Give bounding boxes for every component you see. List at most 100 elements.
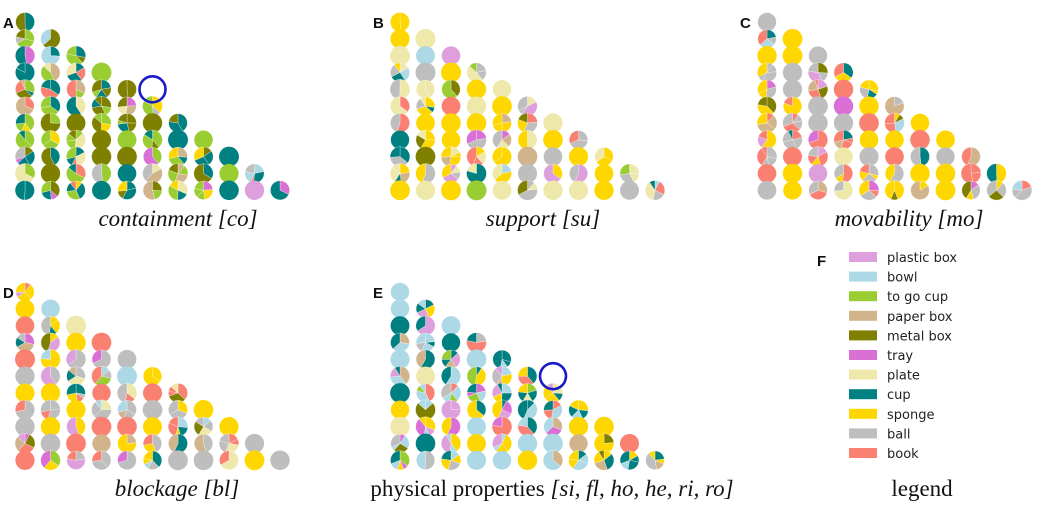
pie-r7c5	[517, 130, 538, 150]
pie-r10c6	[168, 180, 188, 201]
pie-slice	[95, 399, 102, 411]
pie-r10c10	[645, 180, 665, 201]
pie-r8c4	[491, 416, 513, 437]
pie-r9c3	[467, 433, 486, 453]
pie-slice	[390, 450, 401, 464]
pie-slice	[219, 433, 230, 444]
pie-slice	[491, 399, 503, 419]
pie-slice	[441, 450, 452, 461]
pie-slice	[142, 163, 153, 182]
pie-r10c10	[645, 450, 665, 470]
legend-item: ball	[849, 427, 910, 442]
legend-item: paper box	[849, 310, 953, 325]
pie-slice	[552, 450, 563, 467]
pie-slice	[24, 180, 35, 201]
pie-slice	[594, 416, 614, 437]
pie-slice	[394, 62, 401, 73]
pie-slice	[177, 113, 188, 132]
legend-swatch	[849, 330, 877, 341]
pie-slice	[441, 164, 452, 178]
pie-slice	[390, 130, 410, 150]
pie-r1c0	[757, 29, 777, 49]
pie-slice	[859, 163, 870, 174]
pie-slice	[441, 96, 461, 116]
pie-r8c6	[543, 417, 563, 437]
pie-slice	[440, 146, 452, 158]
pie-r6c2	[808, 113, 828, 133]
pie-slice	[466, 383, 477, 394]
pie-slice	[399, 332, 410, 344]
pie-slice	[195, 417, 204, 427]
pie-slice	[24, 130, 35, 147]
pie-r3c1	[40, 62, 61, 83]
pie-slice	[466, 332, 477, 343]
pie-slice	[416, 366, 435, 386]
pie-r7c2	[441, 400, 461, 420]
pie-r2c0	[15, 316, 35, 335]
pie-slice	[92, 180, 111, 200]
pie-slice	[466, 96, 487, 116]
pie-r4c0	[15, 349, 35, 370]
pie-r8c2	[807, 146, 829, 167]
pie-slice	[142, 113, 163, 133]
pie-r10c0	[757, 180, 777, 200]
pie-r6c5	[884, 112, 905, 133]
pie-slice	[40, 28, 51, 46]
caption-main: physical properties	[370, 476, 550, 501]
pie-r9c8	[594, 164, 614, 183]
pie-r8c4	[859, 147, 879, 167]
pie-slice	[517, 180, 528, 195]
caption-main: containment	[98, 206, 217, 231]
pie-slice	[814, 79, 819, 90]
pie-r9c6	[168, 433, 188, 454]
legend-swatch	[849, 350, 877, 360]
pie-slice	[594, 180, 614, 200]
pie-slice	[42, 28, 61, 49]
pie-slice	[441, 349, 452, 360]
pie-r8c4	[117, 416, 137, 437]
pie-r8c8	[219, 417, 239, 437]
panel-label: B	[373, 15, 384, 32]
pie-slice	[40, 433, 61, 454]
pie-r3c1	[415, 62, 436, 83]
pie-r6c6	[168, 383, 188, 403]
pie-r1c0	[15, 299, 35, 319]
pie-r10c10	[270, 450, 290, 471]
pie-slice	[517, 450, 538, 471]
pie-r5c0	[15, 96, 35, 116]
pie-slice	[168, 400, 179, 415]
legend-item-label: plate	[887, 369, 920, 384]
pie-slice	[757, 29, 768, 46]
pie-r6c1	[782, 113, 803, 133]
pie-slice	[416, 130, 426, 141]
pie-r7c0	[15, 130, 35, 150]
caption-symbol: [su]	[562, 206, 600, 231]
pie-slice	[441, 113, 461, 133]
pie-slice	[117, 416, 137, 437]
pie-slice	[783, 96, 793, 107]
pie-slice	[177, 147, 188, 158]
pie-slice	[399, 96, 410, 113]
pie-slice	[152, 366, 162, 382]
pie-slice	[66, 332, 86, 353]
pie-r3c2	[66, 62, 86, 83]
pie-slice	[390, 45, 410, 66]
pie-slice	[417, 315, 436, 336]
pie-r10c5	[884, 180, 905, 201]
pie-slice	[466, 163, 477, 174]
pie-r10c1	[783, 180, 802, 200]
pie-slice	[68, 129, 77, 141]
pie-r7c3	[466, 400, 487, 420]
pie-slice	[70, 180, 77, 191]
pie-r9c4	[117, 164, 137, 183]
pie-slice	[757, 62, 768, 78]
pie-slice	[40, 383, 61, 403]
pie-slice	[961, 180, 972, 199]
pie-r5c3	[466, 366, 487, 386]
pie-r5c2	[66, 366, 86, 386]
pie-slice	[1015, 186, 1033, 201]
pie-r1c1	[782, 28, 803, 49]
pie-slice	[594, 147, 605, 163]
